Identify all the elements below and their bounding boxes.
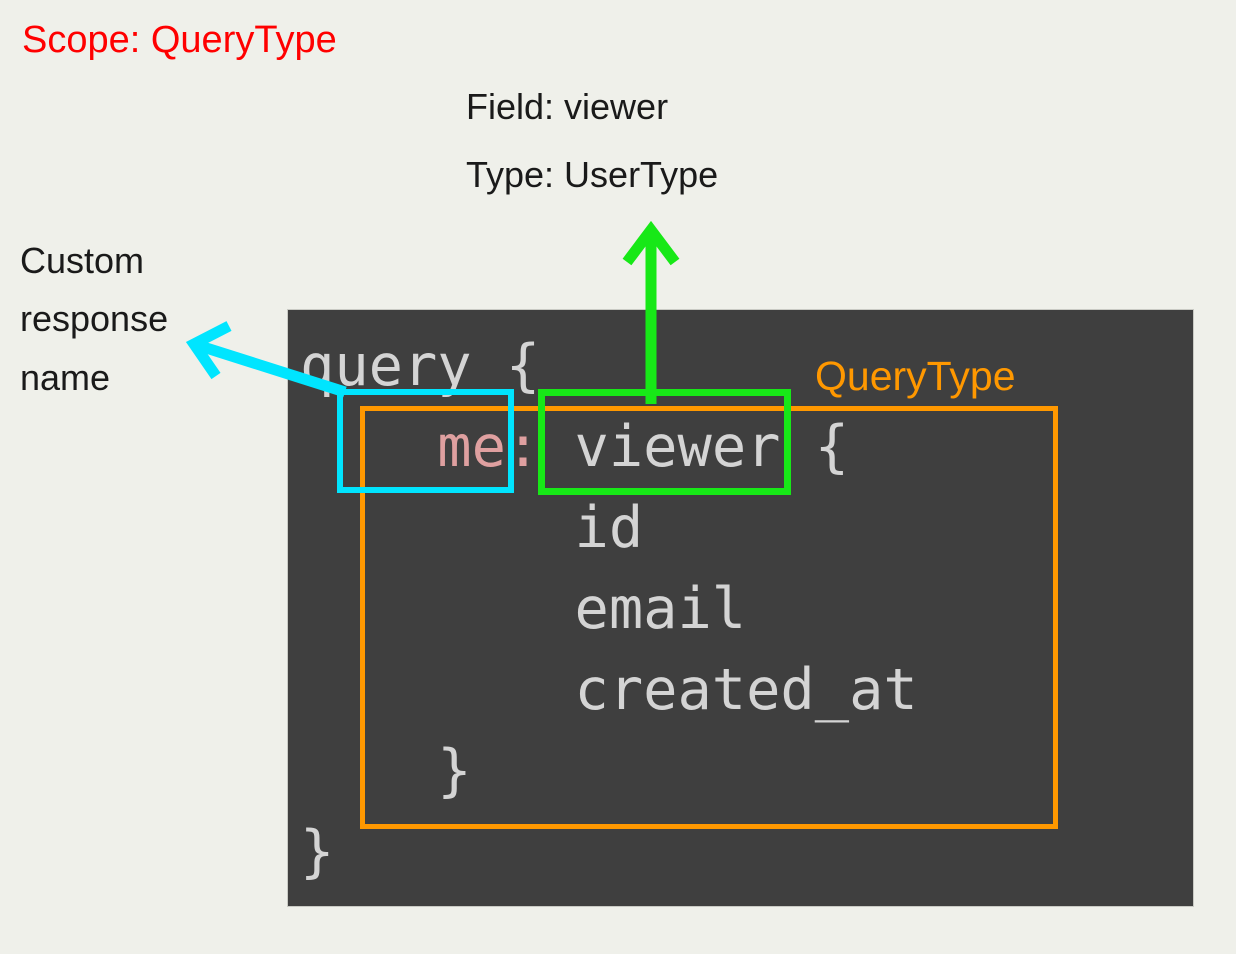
field-highlight-box: [538, 389, 791, 495]
custom-response-name-label: Custom response name: [20, 240, 169, 398]
field-label: Field: viewer: [466, 86, 669, 127]
code-alias-token: me:: [437, 414, 541, 480]
alias-highlight-box: [337, 389, 514, 493]
scope-label: Scope: QueryType: [22, 19, 337, 61]
type-label: Type: UserType: [466, 154, 719, 195]
code-block: query { me: viewer { id email created_at…: [300, 333, 918, 885]
querytype-box-label: QueryType: [815, 353, 1016, 399]
scope-highlight-box: [360, 406, 1058, 829]
